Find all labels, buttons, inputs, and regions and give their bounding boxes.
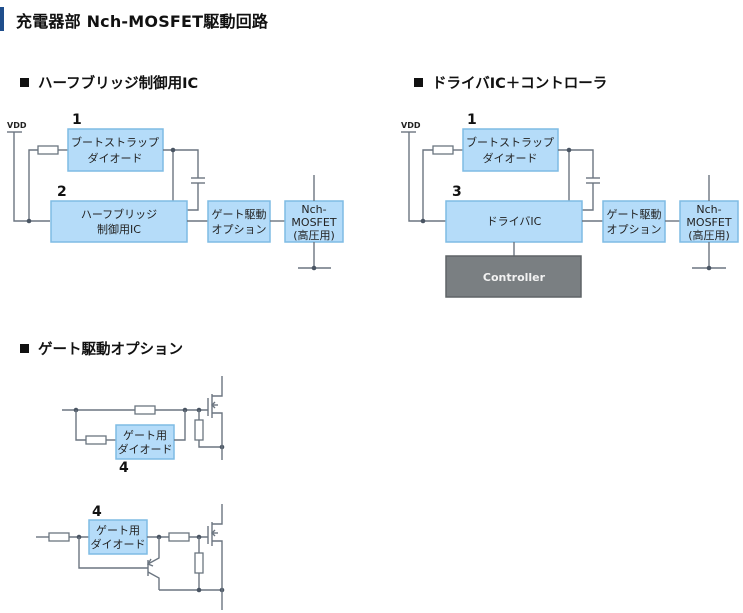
wire <box>13 132 50 222</box>
controller-label: Controller <box>483 271 546 284</box>
driver-ic-label: ドライバIC <box>487 215 542 228</box>
mosfet-line1: Nch- <box>301 203 326 216</box>
bootstrap-line1: ブートストラップ <box>466 135 554 149</box>
wire <box>174 410 186 441</box>
resistor-icon <box>85 435 107 445</box>
bullet-square-icon <box>414 78 423 87</box>
bootstrap-diode-block <box>462 128 559 172</box>
ic-line2: 制御用IC <box>97 222 141 236</box>
gate-option-block <box>602 200 666 243</box>
vdd-label: VDD <box>401 121 421 130</box>
gate-option-line1: ゲート駆動 <box>607 207 662 221</box>
section-title-half-bridge: ハーフブリッジ制御用IC <box>20 72 198 93</box>
bullet-square-icon <box>20 78 29 87</box>
label-number: 1 <box>467 112 477 128</box>
controller-block <box>445 255 582 298</box>
gate-diode-line1: ゲート用 <box>123 429 167 442</box>
gate-option-circuit-2: ゲート用 ダイオード 4 <box>36 504 225 610</box>
mosfet-line2: MOSFET <box>291 216 336 229</box>
wire <box>558 149 594 178</box>
vdd-label: VDD <box>7 121 27 130</box>
gate-diode-block <box>115 424 175 460</box>
junction-dot <box>311 265 317 271</box>
junction-dot <box>566 147 572 153</box>
resistor-icon <box>37 145 59 155</box>
title-accent-bar <box>0 7 4 31</box>
mosfet-icon <box>207 504 223 610</box>
mosfet-line3: (高圧用) <box>293 228 335 242</box>
mosfet-block <box>679 200 739 243</box>
section-title-gate-option: ゲート駆動オプション <box>20 338 183 359</box>
bootstrap-diode-block <box>67 128 164 172</box>
wire <box>187 183 199 211</box>
mosfet-line1: Nch- <box>696 203 721 216</box>
driver-controller-diagram: VDD ブートストラップ ダイオード 1 ドライバIC 3 Controller… <box>401 112 739 298</box>
gate-option-line2: オプション <box>607 223 662 236</box>
wire <box>28 149 38 221</box>
bootstrap-line2: ダイオード <box>88 151 143 165</box>
junction-dot <box>420 218 426 224</box>
bootstrap-line1: ブートストラップ <box>71 135 159 149</box>
gate-option-line2: オプション <box>212 223 267 236</box>
label-number: 4 <box>92 504 102 520</box>
resistor-icon <box>48 532 70 542</box>
driver-ic-block <box>445 200 583 243</box>
transistor-icon <box>78 537 160 590</box>
gate-diode-line1: ゲート用 <box>96 524 140 537</box>
ic-line1: ハーフブリッジ <box>81 207 157 221</box>
junction-dot <box>706 265 712 271</box>
page-title: 充電器部 Nch-MOSFET駆動回路 <box>16 12 269 31</box>
wire <box>198 440 222 448</box>
label-number: 4 <box>119 460 129 476</box>
section-title-text: ドライバIC＋コントローラ <box>432 76 608 92</box>
label-number: 1 <box>72 112 82 128</box>
half-bridge-diagram: VDD ブートストラップ ダイオード 1 ハーフブリッジ 制御用IC 2 ゲート… <box>7 112 344 271</box>
bootstrap-line2: ダイオード <box>483 151 538 165</box>
resistor-icon <box>194 552 204 574</box>
label-number: 3 <box>452 184 462 200</box>
gate-option-circuit-1: ゲート用 ダイオード 4 <box>62 376 225 476</box>
resistor-icon <box>432 145 454 155</box>
mosfet-icon <box>207 376 223 460</box>
gate-option-line1: ゲート駆動 <box>212 207 267 221</box>
resistor-icon <box>134 405 156 415</box>
section-title-text: ハーフブリッジ制御用IC <box>38 76 199 92</box>
mosfet-block <box>284 200 344 243</box>
wire <box>408 132 446 222</box>
gate-option-block <box>207 200 271 243</box>
label-number: 2 <box>57 184 67 200</box>
gate-diode-line2: ダイオード <box>91 537 146 551</box>
resistor-icon <box>168 532 190 542</box>
section-title-text: ゲート駆動オプション <box>38 342 183 358</box>
mosfet-line3: (高圧用) <box>688 228 730 242</box>
wire <box>582 183 594 211</box>
junction-dot <box>196 587 202 593</box>
wire <box>422 149 433 221</box>
wire <box>75 410 86 441</box>
junction-dot <box>26 218 32 224</box>
gate-diode-line2: ダイオード <box>118 442 173 456</box>
resistor-icon <box>194 419 204 441</box>
junction-dot <box>170 147 176 153</box>
section-title-driver-controller: ドライバIC＋コントローラ <box>414 72 607 93</box>
mosfet-line2: MOSFET <box>686 216 731 229</box>
wire <box>163 149 199 178</box>
bullet-square-icon <box>20 344 29 353</box>
